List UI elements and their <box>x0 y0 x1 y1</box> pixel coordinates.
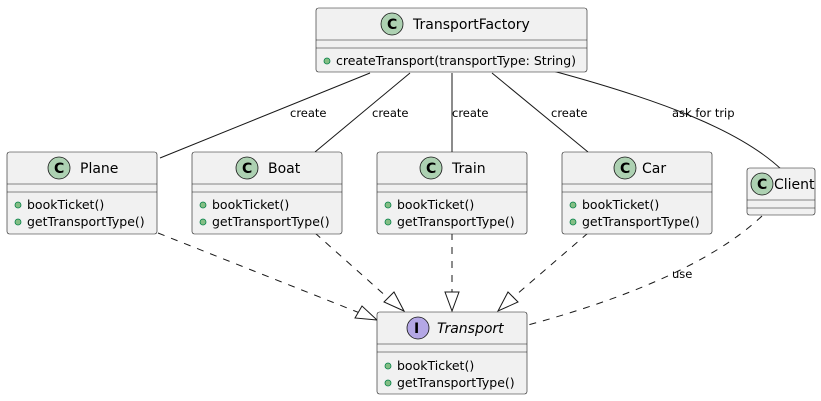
edge-factory-boat <box>314 72 411 153</box>
interface-badge-letter: I <box>414 321 419 337</box>
edge-labels: create create create create ask for trip… <box>290 106 735 281</box>
public-method-icon <box>199 201 207 209</box>
class-name: TransportFactory <box>412 17 530 33</box>
interface-badge-icon <box>406 316 430 340</box>
label-create-car: create <box>551 106 588 120</box>
class-badge-letter: C <box>620 161 630 177</box>
label-create-boat: create <box>372 106 409 120</box>
method: bookTicket() <box>397 358 474 373</box>
public-method-icon <box>323 57 331 65</box>
class-badge-letter: C <box>54 161 64 177</box>
class-badge-letter: C <box>426 161 436 177</box>
label-ask-for-trip: ask for trip <box>672 106 735 120</box>
method: getTransportType() <box>27 214 145 229</box>
class-name: Car <box>642 161 666 177</box>
edges <box>157 70 783 326</box>
class-badge-icon <box>235 156 259 180</box>
method: getTransportType() <box>582 214 700 229</box>
public-method-icon <box>199 218 207 226</box>
class-name: Train <box>451 161 486 177</box>
label-use: use <box>672 267 692 281</box>
public-method-icon <box>569 201 577 209</box>
public-method-icon <box>384 379 392 387</box>
class-badge-letter: C <box>242 161 252 177</box>
edge-factory-plane <box>159 72 371 159</box>
method: getTransportType() <box>397 375 515 390</box>
edge-client-transport <box>527 215 763 326</box>
label-create-plane: create <box>290 106 327 120</box>
class-name: Client <box>774 177 815 193</box>
label-create-train: create <box>452 106 489 120</box>
method: getTransportType() <box>212 214 330 229</box>
class-name: Boat <box>268 161 301 177</box>
edge-factory-car <box>491 72 589 153</box>
inherit-arrow-train <box>444 291 460 313</box>
method: createTransport(transportType: String) <box>336 53 576 68</box>
public-method-icon <box>14 201 22 209</box>
edge-car-transport <box>508 232 589 302</box>
method: bookTicket() <box>397 197 474 212</box>
interface-name: Transport <box>437 321 504 337</box>
class-badge-icon <box>419 156 443 180</box>
class-transport-factory[interactable]: C TransportFactory createTransport(trans… <box>315 7 588 73</box>
class-badge-icon <box>47 156 71 180</box>
inherit-arrow-boat <box>383 291 406 313</box>
class-client[interactable]: C Client <box>746 167 816 216</box>
class-badge-icon <box>380 12 404 36</box>
class-train[interactable]: C Train bookTicket() getTransportType() <box>376 151 528 235</box>
inherit-arrow-car <box>496 291 519 313</box>
class-badge-letter: C <box>387 17 397 33</box>
interface-transport[interactable]: I Transport bookTicket() getTransportTyp… <box>376 311 528 395</box>
public-method-icon <box>384 218 392 226</box>
class-car[interactable]: C Car bookTicket() getTransportType() <box>561 151 713 235</box>
inherit-arrow-plane <box>354 305 379 321</box>
edge-factory-client <box>552 70 783 171</box>
class-name: Plane <box>80 161 118 177</box>
class-badge-icon <box>750 172 774 196</box>
public-method-icon <box>384 362 392 370</box>
method: bookTicket() <box>582 197 659 212</box>
method: bookTicket() <box>212 197 289 212</box>
public-method-icon <box>569 218 577 226</box>
class-badge-letter: C <box>757 177 767 193</box>
edge-plane-transport <box>157 232 371 318</box>
public-method-icon <box>14 218 22 226</box>
method: getTransportType() <box>397 214 515 229</box>
class-boat[interactable]: C Boat bookTicket() getTransportType() <box>191 151 343 235</box>
class-badge-icon <box>613 156 637 180</box>
method: bookTicket() <box>27 197 104 212</box>
edge-boat-transport <box>314 232 398 307</box>
public-method-icon <box>384 201 392 209</box>
class-plane[interactable]: C Plane bookTicket() getTransportType() <box>6 151 158 235</box>
